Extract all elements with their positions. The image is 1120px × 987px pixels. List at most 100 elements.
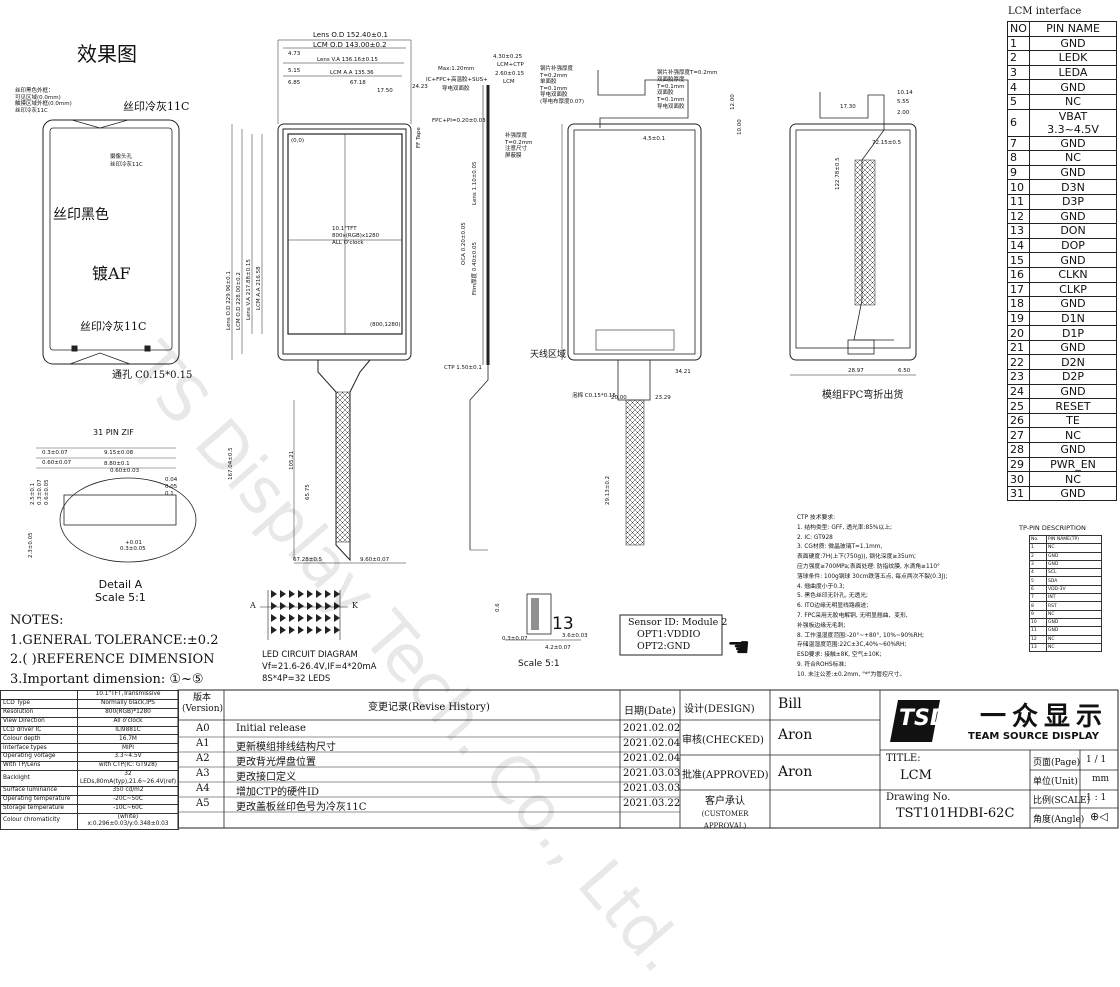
side-dim-lens: Lens 1.10±0.05 xyxy=(472,161,478,205)
lcm-pin-number: 6 xyxy=(1007,108,1030,137)
led-diode-icon xyxy=(298,614,304,622)
notes-line-2: 2.( )REFERENCE DIMENSION xyxy=(10,652,215,667)
led-diode-icon xyxy=(307,590,313,598)
logo-cn: 一众显示 xyxy=(980,702,1109,732)
zif-dim-0: 0.3±0.07 xyxy=(42,450,68,456)
back-dim-2913: 29.13±0.2 xyxy=(605,475,611,505)
sensor-line-1: Sensor ID: Module 2 xyxy=(628,617,728,628)
ctp-requirements: CTP 技术要求: 1. 结构类型: GFF, 透光率:85%以上;2. IC:… xyxy=(797,515,948,678)
led-diode-icon xyxy=(298,626,304,634)
led-diode-icon xyxy=(325,614,331,622)
rev-description: 更新模组排线结构尺寸 xyxy=(236,742,336,753)
spec-key: Surface luminance xyxy=(0,786,78,796)
lcm-pin-name: D1P xyxy=(1029,325,1117,341)
led-diode-icon xyxy=(280,590,286,598)
rev-version: A1 xyxy=(196,738,210,749)
fold-dim-650: 6.50 xyxy=(898,368,911,374)
zif-dim-10: 0.6±0.05 xyxy=(44,479,50,505)
rev-description: Initial release xyxy=(236,723,306,734)
lcm-pin-name: LEDA xyxy=(1029,64,1117,81)
led-diode-icon xyxy=(307,602,313,610)
lcm-pin-number: 18 xyxy=(1007,296,1030,312)
side-dim-260: 2.60±0.15 xyxy=(495,71,525,77)
back-antenna-label: 天线区域 xyxy=(530,350,567,360)
front-dim-lens-va: Lens V.A 136.16±0.15 xyxy=(317,57,378,63)
tp-pin-name: NC xyxy=(1046,634,1102,644)
zif-dim-6: 0.05 xyxy=(165,484,178,490)
lcm-pin-name: D1N xyxy=(1029,310,1117,327)
back-dim-3421: 34.21 xyxy=(675,369,691,375)
spec-row: 10.1"TFT,Transmissive xyxy=(0,690,179,700)
rev-description: 增加CTP的硬件ID xyxy=(236,787,320,798)
side-dim-max: Max:1.20mm xyxy=(438,66,475,72)
spec-key: Interface types xyxy=(0,743,78,754)
zif-dim-1: 9.15±0.08 xyxy=(104,450,134,456)
led-diode-icon xyxy=(271,626,277,634)
rev-date: 2021.03.03 xyxy=(623,768,681,779)
fold-fpc xyxy=(819,92,894,341)
rev-col-record: 变更记录(Revise History) xyxy=(368,702,490,713)
customer-label: 客户承认 (CUSTOMER APPROVAL) xyxy=(701,796,749,830)
lcm-pin-name: D3P xyxy=(1029,193,1117,210)
spec-value: ILI9881C xyxy=(77,725,179,736)
front-dim-bottom-3: 105.21 xyxy=(289,450,295,470)
preview-top-notch xyxy=(71,119,129,129)
lcm-pin-number: 26 xyxy=(1007,412,1030,429)
tp-pin-number: 6 xyxy=(1029,584,1047,595)
tp-pin-number: 1 xyxy=(1029,543,1047,553)
front-dim-473: 4.73 xyxy=(288,51,301,57)
led-diode-icon xyxy=(289,602,295,610)
lcm-pin-number: 24 xyxy=(1007,383,1030,400)
spec-value: 16.7M xyxy=(77,734,179,745)
scale-dim-2: 3.6±0.03 xyxy=(562,633,588,639)
tp-pin-name: VDD-3V xyxy=(1046,584,1102,595)
lcm-pin-number: 12 xyxy=(1007,208,1030,225)
led-diode-icon xyxy=(280,602,286,610)
tp-pin-number: 8 xyxy=(1029,601,1047,611)
angle-symbol-icon: ⊕◁ xyxy=(1090,810,1108,823)
lcm-pin-name: TE xyxy=(1029,412,1117,429)
unit-value: mm xyxy=(1092,774,1110,784)
tp-pin-name: GND xyxy=(1046,617,1102,628)
spec-value: 800(RGB)*1280 xyxy=(77,707,179,718)
led-diode-icon xyxy=(316,590,322,598)
tp-table-header: No. PIN NAME(TP) xyxy=(1029,534,1102,545)
zif-dim-5: 0.04 xyxy=(165,477,178,483)
spec-key: LCD Type xyxy=(0,698,78,709)
led-diode-icon xyxy=(325,590,331,598)
tp-pin-number: 4 xyxy=(1029,568,1047,578)
lcm-pin-number: 15 xyxy=(1007,252,1030,268)
preview-notes: 丝印黑色外框：可见区域(0.0mm)触摸区域外框(0.0mm)丝印冷灰11C xyxy=(15,88,72,114)
spec-key: Operating voltage xyxy=(0,752,78,763)
pointing-hand-icon: ☚ xyxy=(727,633,751,663)
preview-bottom-notch xyxy=(69,352,131,365)
lcm-pin-name: CLKN xyxy=(1029,266,1117,283)
lcm-pin-name: GND xyxy=(1029,35,1117,52)
rev-version: A0 xyxy=(196,723,210,734)
preview-outline xyxy=(42,119,180,365)
lcm-pin-name: GND xyxy=(1029,252,1117,268)
spec-key: Backlight xyxy=(0,770,78,788)
lcm-pin-name: LEDK xyxy=(1029,50,1117,66)
lcm-pin-number: 11 xyxy=(1007,193,1030,210)
